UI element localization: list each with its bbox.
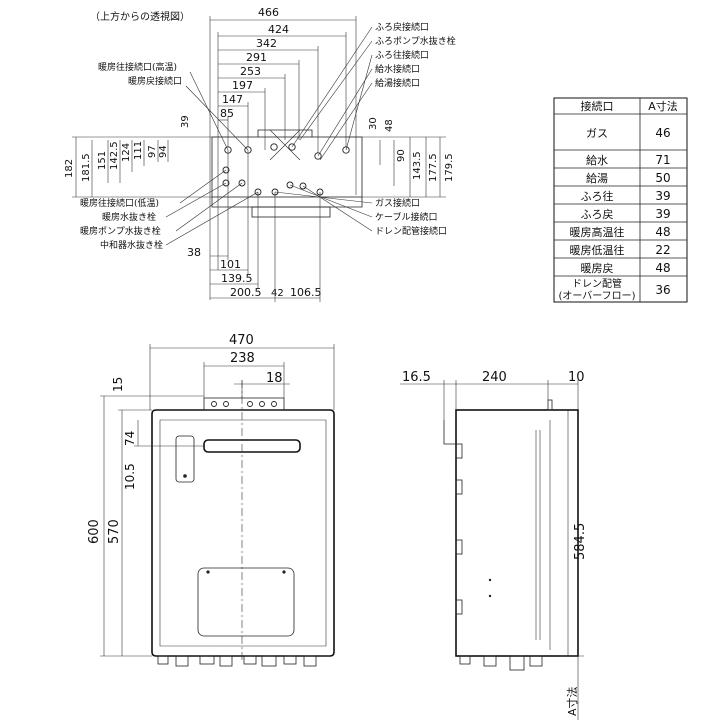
dim-10-5: 10.5 — [123, 463, 137, 490]
dim-124: 124 — [121, 143, 132, 162]
dim-600: 600 — [87, 519, 102, 544]
table-header-connection: 接続口 — [581, 99, 614, 113]
table-row-value: 71 — [655, 153, 670, 167]
dim-291: 291 — [246, 51, 267, 64]
label-bath-pump-drain: ふろポンプ水抜き栓 — [375, 35, 456, 47]
table-row-name: ふろ戻 — [581, 208, 614, 221]
handle-slot — [203, 439, 301, 453]
table-row-name: ふろ往 — [581, 189, 614, 203]
dim-48: 48 — [384, 119, 395, 132]
dim-424: 424 — [268, 23, 289, 36]
table-row-value: 48 — [655, 261, 670, 275]
table-row-value: 48 — [655, 225, 670, 239]
table-row-value: 22 — [655, 243, 670, 257]
dim-97: 97 — [147, 145, 158, 158]
table-row-value: 39 — [655, 189, 670, 203]
dim-85: 85 — [220, 107, 234, 120]
dim-10: 10 — [568, 370, 585, 385]
top-fittings — [203, 397, 285, 411]
dim-200-5: 200.5 — [230, 286, 262, 299]
dim-42: 42 — [271, 288, 284, 299]
dim-143-5: 143.5 — [412, 151, 423, 180]
dim-106-5: 106.5 — [290, 286, 322, 299]
table-row-name: 暖房低温往 — [570, 243, 625, 257]
dim-16-5: 16.5 — [402, 370, 431, 385]
dim-18: 18 — [266, 371, 283, 386]
top-view-body — [211, 136, 363, 198]
label-drain-pipe: ドレン配管接続口 — [375, 225, 447, 237]
remote-panel — [175, 435, 195, 483]
dim-30: 30 — [368, 117, 379, 130]
dim-74: 74 — [123, 431, 137, 446]
front-body — [151, 409, 335, 657]
dim-181-5: 181.5 — [81, 153, 92, 182]
table-row-name-drain-1: ドレン配管 — [572, 277, 622, 290]
dim-342: 342 — [256, 37, 277, 50]
table-row-name: ガス — [586, 127, 608, 140]
table-row-name: 給水 — [586, 153, 608, 167]
dim-179-5: 179.5 — [444, 153, 455, 182]
dim-38: 38 — [187, 246, 201, 259]
table-row-name-drain-2: (オーバーフロー) — [558, 290, 635, 302]
dim-90: 90 — [396, 149, 407, 162]
label-heating-supply-high: 暖房往接続口(高温) — [98, 61, 177, 73]
top-view: （上方からの透視図） 466 424 3 — [64, 6, 456, 302]
dim-466: 466 — [258, 6, 279, 19]
table-row-value: 46 — [655, 126, 670, 140]
dim-470: 470 — [229, 333, 254, 348]
port-gas-top — [270, 143, 278, 151]
label-supply-water: 給水接続口 — [375, 63, 420, 75]
label-heating-supply-low: 暖房往接続口(低温) — [80, 197, 159, 209]
table-row-name: 給湯 — [586, 171, 608, 185]
dim-a: A寸法 — [565, 686, 579, 716]
dim-39: 39 — [180, 115, 191, 128]
dim-177-5: 177.5 — [428, 153, 439, 182]
dim-253: 253 — [240, 65, 261, 78]
label-heating-drain: 暖房水抜き栓 — [102, 211, 156, 223]
side-view: 16.5 240 10 584.5 A寸法 — [400, 370, 588, 720]
label-heating-pump-drain: 暖房ポンプ水抜き栓 — [80, 225, 161, 237]
dim-15: 15 — [111, 377, 125, 392]
label-bath-return: ふろ戻接続口 — [375, 21, 429, 33]
dim-584-5: 584.5 — [573, 523, 588, 560]
access-panel — [197, 567, 295, 637]
dim-111: 111 — [133, 141, 144, 160]
dim-147: 147 — [222, 93, 243, 106]
dim-139-5: 139.5 — [221, 272, 253, 285]
label-heating-return: 暖房戻接続口 — [128, 75, 182, 87]
label-hot-water: 給湯接続口 — [375, 77, 420, 89]
table-row-name: 暖房高温往 — [570, 225, 625, 239]
label-gas: ガス接続口 — [375, 197, 420, 209]
label-bath-supply: ふろ往接続口 — [375, 49, 429, 61]
label-cable: ケーブル接続口 — [375, 211, 437, 223]
dim-101: 101 — [220, 258, 241, 271]
dim-570: 570 — [107, 519, 122, 544]
dim-142-5: 142.5 — [109, 141, 120, 170]
table-row-value: 50 — [655, 171, 670, 185]
dim-238: 238 — [230, 351, 255, 366]
dim-240: 240 — [482, 370, 507, 385]
dim-94: 94 — [158, 145, 169, 158]
label-neutralizer-drain: 中和器水抜き栓 — [100, 239, 163, 251]
dim-197: 197 — [232, 79, 253, 92]
top-view-title: （上方からの透視図） — [90, 10, 190, 23]
dim-151: 151 — [97, 151, 108, 170]
side-body — [455, 409, 579, 657]
table-header-a-dim: A寸法 — [648, 99, 678, 113]
table-row-value: 36 — [655, 283, 670, 297]
table-row-name: 暖房戻 — [581, 262, 614, 275]
table-row-value: 39 — [655, 207, 670, 221]
dim-182: 182 — [64, 159, 75, 178]
a-dimension-table: 接続口 A寸法 ガス 46 給水 71 給湯 50 ふろ往 39 ふろ戻 39 … — [553, 97, 688, 303]
front-view: 470 238 18 15 74 10.5 600 570 — [87, 333, 335, 667]
